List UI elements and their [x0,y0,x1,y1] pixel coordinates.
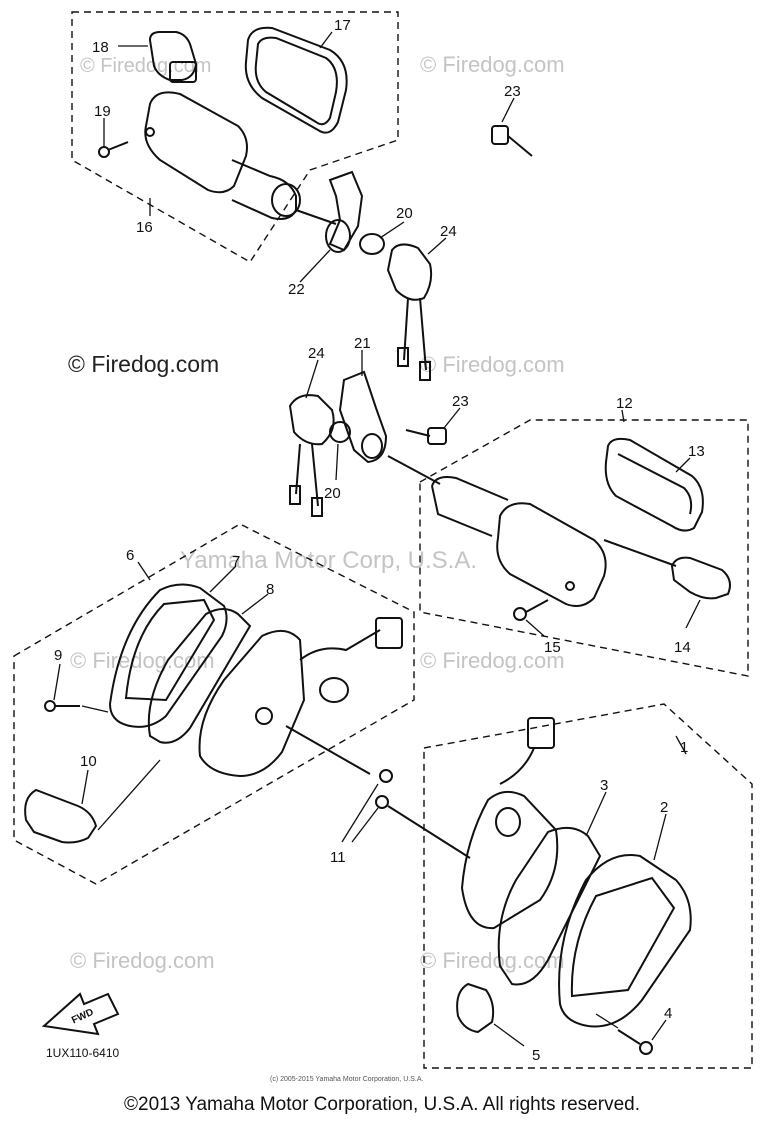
assembly-box-1 [423,703,753,1069]
screw-11a [379,769,393,783]
callout-7: 7 [232,553,240,570]
screw-23-mid [405,427,447,445]
callout-6: 6 [126,547,134,564]
screw-15 [513,599,549,621]
fwd-arrow-icon: FWD [41,992,120,1036]
gasket-8 [147,608,252,744]
callout-16: 16 [136,219,153,236]
callout-15: 15 [544,639,561,656]
screw-4 [617,1029,653,1055]
callout-17: 17 [334,17,351,34]
assembly-box-16 [71,11,399,263]
callout-24-top: 24 [440,223,457,240]
watermark-firedog: © Firedog.com [70,948,215,973]
watermark-firedog: © Firedog.com [68,351,219,377]
nut-20-mid [329,421,351,443]
socket-24-mid [288,394,335,517]
screw-11b [375,795,471,859]
bulb-5 [456,982,495,1034]
watermark-yamaha: Yamaha Motor Corp, U.S.A. [180,547,477,574]
flasher-housing-12 [431,476,677,607]
callout-1: 1 [680,739,688,756]
socket-24-top [386,243,433,381]
callout-18: 18 [92,39,109,56]
callout-13: 13 [688,443,705,460]
callout-20-mid: 20 [324,485,341,502]
lens-13 [604,437,704,532]
callout-23-mid: 23 [452,393,469,410]
callout-8: 8 [266,581,274,598]
screw-19 [98,141,129,158]
callout-19: 19 [94,103,111,120]
watermark-firedog: © Firedog.com [420,648,565,673]
assembly-box-12 [419,419,749,677]
callout-20-top: 20 [396,205,413,222]
fine-print-copyright: (c) 2005-2015 Yamaha Motor Corporation, … [270,1076,424,1083]
callout-14: 14 [674,639,691,656]
watermark-firedog: © Firedog.com [420,352,565,377]
callout-3: 3 [600,777,608,794]
bracket-22 [325,170,364,253]
watermark-firedog: © Firedog.com [80,55,211,77]
gasket-3 [497,826,602,986]
callout-24-mid: 24 [308,345,325,362]
callout-2: 2 [660,799,668,816]
watermark-firedog: © Firedog.com [70,648,215,673]
lens-2 [558,854,692,1028]
diagram-code: 1UX110-6410 [46,1046,120,1060]
watermark-firedog: © Firedog.com [420,52,565,77]
base-1 [460,717,559,930]
base-6 [198,617,403,778]
screw-9 [44,700,80,712]
lens-17 [244,26,348,134]
assembly-box-6 [13,523,415,885]
wire-rod-mid [387,455,441,485]
callout-10: 10 [80,753,97,770]
bulb-18 [148,31,198,83]
lens-7 [108,583,228,728]
callout-9: 9 [54,647,62,664]
bracket-21 [338,370,388,464]
callout-23-top: 23 [504,83,521,100]
flasher-housing-16 [144,91,337,225]
callout-11: 11 [330,849,346,866]
callout-21: 21 [354,335,371,352]
nut-20-top [359,233,385,255]
bulb-10 [24,788,98,844]
callout-22: 22 [288,281,305,298]
callout-5: 5 [532,1047,540,1064]
callout-12: 12 [616,395,633,412]
screw-23-top [491,125,533,157]
bulb-14 [670,556,731,600]
copyright-footer: ©2013 Yamaha Motor Corporation, U.S.A. A… [124,1094,640,1115]
watermark-firedog: © Firedog.com [420,948,565,973]
callout-4: 4 [664,1005,672,1022]
